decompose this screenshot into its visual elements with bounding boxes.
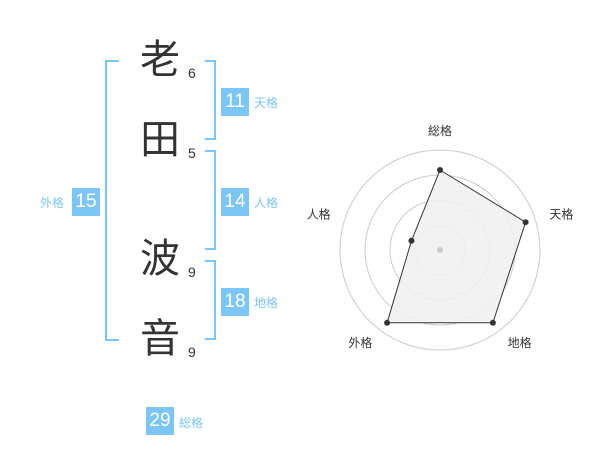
name-char-2: 田	[140, 117, 180, 163]
jinkaku-label: 人格	[254, 196, 279, 210]
name-char-4: 音	[140, 316, 180, 362]
chikaku-value: 18	[221, 288, 249, 316]
radar-point-1	[437, 167, 443, 173]
gaikaku-label: 外格	[40, 196, 65, 210]
radar-series-area	[386, 169, 527, 324]
gaikaku-value: 15	[72, 188, 100, 216]
chikaku-label: 地格	[254, 296, 279, 310]
radar-axis-label-3: 地格	[508, 335, 532, 350]
gaikaku-bracket	[105, 60, 119, 341]
soukaku-value: 29	[146, 407, 174, 435]
radar-point-2	[522, 219, 529, 226]
radar-axis-label-4: 外格	[348, 335, 372, 350]
radar-point-3	[489, 319, 496, 326]
stroke-count-3: 9	[188, 264, 196, 280]
jinkaku-value: 14	[221, 188, 249, 216]
radar-axis-label-5: 人格	[307, 206, 331, 221]
radar-ring-4	[339, 149, 541, 351]
name-char-3: 波	[140, 236, 180, 282]
stroke-count-4: 9	[188, 344, 196, 360]
radar-axis-label-2: 天格	[549, 206, 573, 221]
tenkaku-bracket	[205, 60, 216, 140]
tenkaku-label: 天格	[254, 96, 279, 110]
chikaku-bracket	[205, 260, 216, 340]
radar-point-4	[384, 319, 391, 326]
tenkaku-value: 11	[221, 88, 249, 116]
name-char-1: 老	[140, 37, 180, 83]
soukaku-label: 総格	[179, 416, 204, 430]
radar-axis-label-1: 総格	[428, 123, 452, 138]
radar-center-dot	[437, 247, 443, 253]
stroke-count-2: 5	[188, 145, 196, 161]
jinkaku-bracket	[205, 150, 216, 250]
radar-point-5	[408, 237, 415, 244]
stroke-count-1: 6	[188, 65, 196, 81]
